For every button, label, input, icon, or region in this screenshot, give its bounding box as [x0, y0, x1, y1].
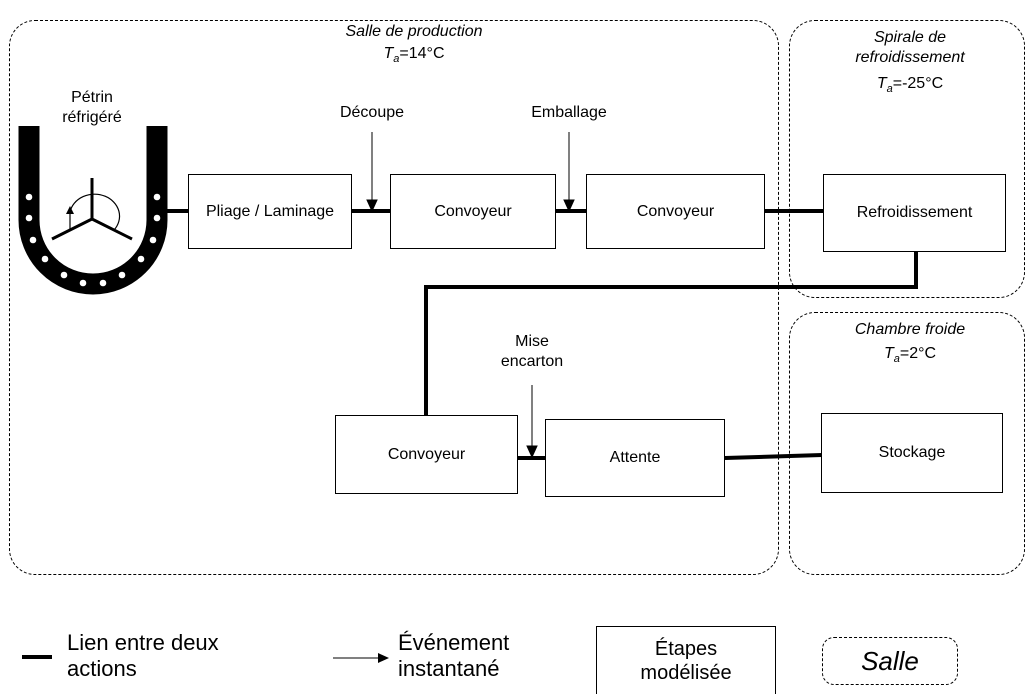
step-convoyeur-2: Convoyeur: [586, 174, 765, 249]
emballage-arrowhead: [563, 199, 575, 213]
step-stockage: Stockage: [821, 413, 1003, 493]
mixer-icon: [18, 126, 168, 295]
spiral-room: [789, 20, 1025, 298]
event-emballage-label: Emballage: [531, 104, 607, 121]
legend-room-box: Salle: [822, 637, 958, 685]
production-room-temp: Ta=14°C: [383, 45, 445, 66]
legend-graphics: [22, 653, 389, 663]
event-decoupe-label: Découpe: [339, 104, 405, 121]
step-attente: Attente: [545, 419, 725, 497]
step-refroidissement: Refroidissement: [823, 174, 1006, 252]
link-attente-stockage: [724, 453, 823, 460]
production-room-name: Salle de production: [345, 23, 483, 40]
spiral-room-temp: Ta=-25°C: [876, 75, 944, 96]
production-room: [9, 20, 779, 575]
step-convoyeur-1: Convoyeur: [390, 174, 556, 249]
event-arrows: [366, 132, 575, 459]
step-convoyeur-3: Convoyeur: [335, 415, 518, 494]
cold-room-temp: Ta=2°C: [883, 345, 937, 366]
mise-arrowhead: [526, 445, 538, 459]
decoupe-arrowhead: [366, 199, 378, 213]
cold-room: [789, 312, 1025, 575]
link-refroidissement-convoyeur3: [424, 252, 918, 415]
step-pliage-laminage: Pliage / Laminage: [188, 174, 352, 249]
cold-room-name: Chambre froide: [854, 321, 966, 338]
